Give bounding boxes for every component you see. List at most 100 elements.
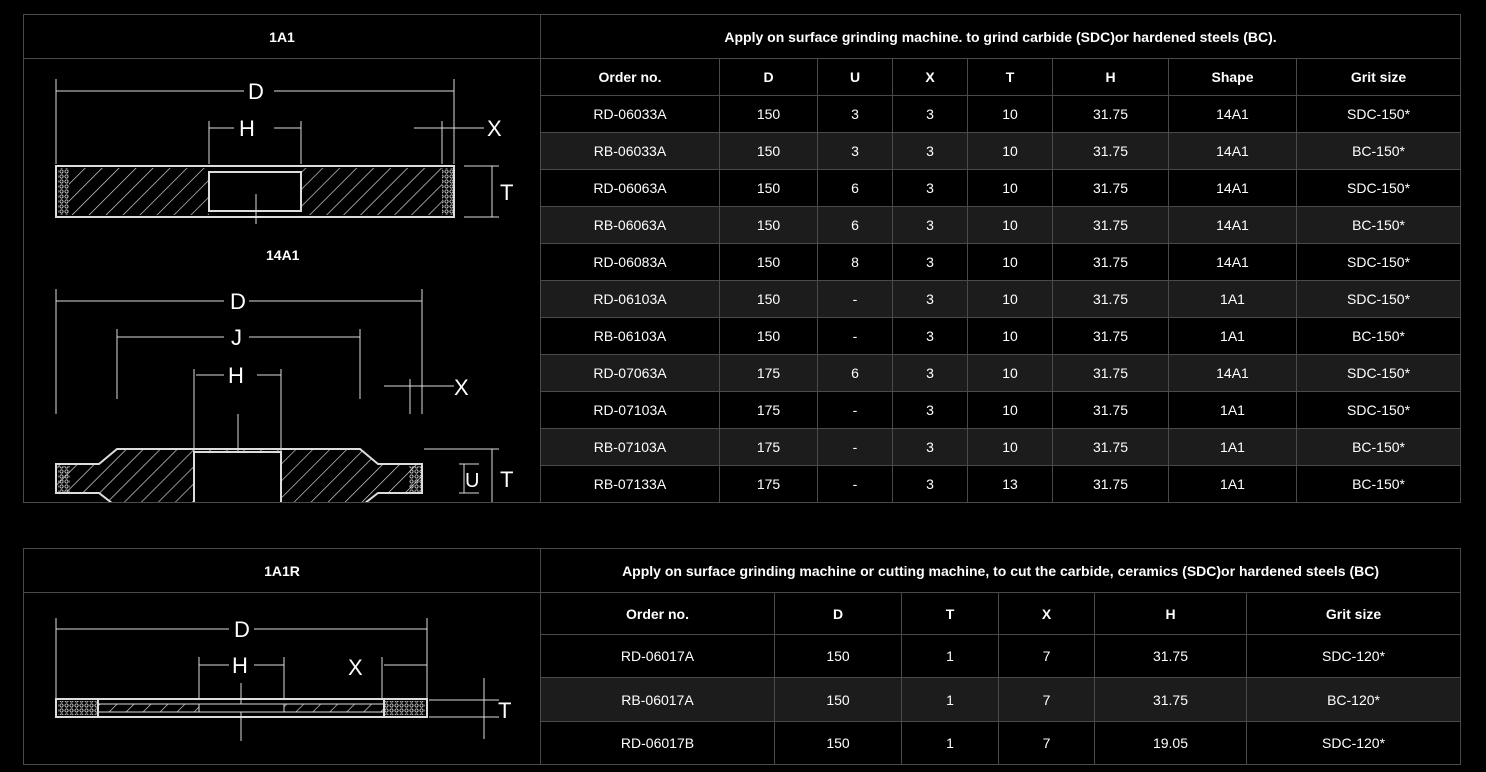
table-cell: - (817, 391, 893, 429)
table-cell: RD-06063A (540, 169, 720, 207)
table-cell: SDC-120* (1245, 720, 1462, 766)
table-cell: 10 (967, 206, 1053, 244)
table-cell: SDC-150* (1295, 95, 1462, 133)
table-cell: RD-06017B (540, 720, 775, 766)
table-cell: SDC-120* (1245, 634, 1462, 679)
table-cell: - (817, 465, 893, 503)
table-cell: 3 (892, 317, 968, 355)
column-header: T (967, 58, 1053, 96)
table-cell: SDC-150* (1295, 280, 1462, 318)
table-cell: RB-07133A (540, 465, 720, 503)
table-cell: SDC-150* (1295, 243, 1462, 281)
table-cell: 31.75 (1052, 243, 1169, 281)
table-cell: 31.75 (1052, 428, 1169, 466)
table-cell: RB-06063A (540, 206, 720, 244)
table-cell: 175 (719, 391, 818, 429)
table-cell: 13 (967, 465, 1053, 503)
section-title-1a1r: 1A1R (23, 548, 541, 593)
table-cell: 1A1 (1168, 465, 1297, 503)
table-cell: 6 (817, 354, 893, 392)
table-cell: 1 (901, 634, 999, 679)
table-cell: 3 (892, 243, 968, 281)
table-cell: 10 (967, 95, 1053, 133)
table-1a1r: 1A1R Apply on surface grinding machine o… (23, 548, 1462, 766)
table-cell: 10 (967, 428, 1053, 466)
table-cell: 31.75 (1052, 206, 1169, 244)
table-cell: RB-06103A (540, 317, 720, 355)
table-cell: RB-06033A (540, 132, 720, 170)
table-cell: 14A1 (1168, 206, 1297, 244)
table-cell: 3 (892, 206, 968, 244)
table-cell: 10 (967, 317, 1053, 355)
label-h-14a1: H (228, 363, 244, 388)
table-cell: 31.75 (1052, 465, 1169, 503)
table-cell: 14A1 (1168, 354, 1297, 392)
table-cell: - (817, 280, 893, 318)
column-header: U (817, 58, 893, 96)
label-d-14a1: D (230, 289, 246, 314)
table-cell: 3 (892, 132, 968, 170)
column-header: D (719, 58, 818, 96)
label-u: U (465, 470, 479, 492)
table-cell: 3 (892, 428, 968, 466)
column-header: Order no. (540, 591, 775, 636)
table-cell: BC-150* (1295, 465, 1462, 503)
label-x-14a1: X (454, 375, 469, 400)
table-cell: 31.75 (1052, 95, 1169, 133)
table-cell: 3 (892, 95, 968, 133)
table-cell: 3 (892, 391, 968, 429)
table-cell: SDC-150* (1295, 354, 1462, 392)
table-cell: 3 (892, 465, 968, 503)
table-cell: 1A1 (1168, 391, 1297, 429)
table-cell: 10 (967, 391, 1053, 429)
table-cell: 19.05 (1094, 720, 1247, 766)
table-cell: 6 (817, 169, 893, 207)
table-cell: 7 (998, 677, 1095, 722)
column-header: X (892, 58, 968, 96)
table-cell: 3 (892, 169, 968, 207)
table-cell: 31.75 (1094, 634, 1247, 679)
table-cell: 10 (967, 280, 1053, 318)
wheel-diagram-1a1r: D H X T (55, 617, 511, 741)
table-cell: 7 (998, 634, 1095, 679)
table-cell: BC-150* (1295, 317, 1462, 355)
table-cell: 3 (817, 95, 893, 133)
table-cell: 1A1 (1168, 317, 1297, 355)
label-t: T (498, 698, 511, 723)
column-header: H (1094, 591, 1247, 636)
column-header: Grit size (1245, 591, 1462, 636)
table-cell: RD-06033A (540, 95, 720, 133)
column-header: H (1052, 58, 1169, 96)
table-cell: 31.75 (1052, 169, 1169, 207)
table-cell: 150 (719, 317, 818, 355)
table-cell: SDC-150* (1295, 391, 1462, 429)
table-cell: SDC-150* (1295, 169, 1462, 207)
table-cell: 31.75 (1052, 354, 1169, 392)
table-cell: 150 (719, 243, 818, 281)
table-cell: 1 (901, 677, 999, 722)
label-t-14a1: T (500, 467, 513, 492)
table-cell: 14A1 (1168, 243, 1297, 281)
table-cell: 10 (967, 169, 1053, 207)
table-cell: 14A1 (1168, 95, 1297, 133)
table-cell: 150 (774, 634, 902, 679)
table-cell: 175 (719, 354, 818, 392)
section-title-1a1: 1A1 (23, 14, 541, 59)
table-cell: 175 (719, 428, 818, 466)
label-x: X (348, 655, 363, 680)
table-cell: 31.75 (1052, 132, 1169, 170)
table-cell: 150 (719, 95, 818, 133)
diagram-cell: D H X T (23, 592, 541, 765)
column-header: Grit size (1295, 58, 1462, 96)
table-cell: - (817, 428, 893, 466)
wheel-diagram-1a1-14a1: D H X T 14A1 D J H X U T (55, 79, 513, 502)
section-description: Apply on surface grinding machine. to gr… (539, 14, 1462, 59)
